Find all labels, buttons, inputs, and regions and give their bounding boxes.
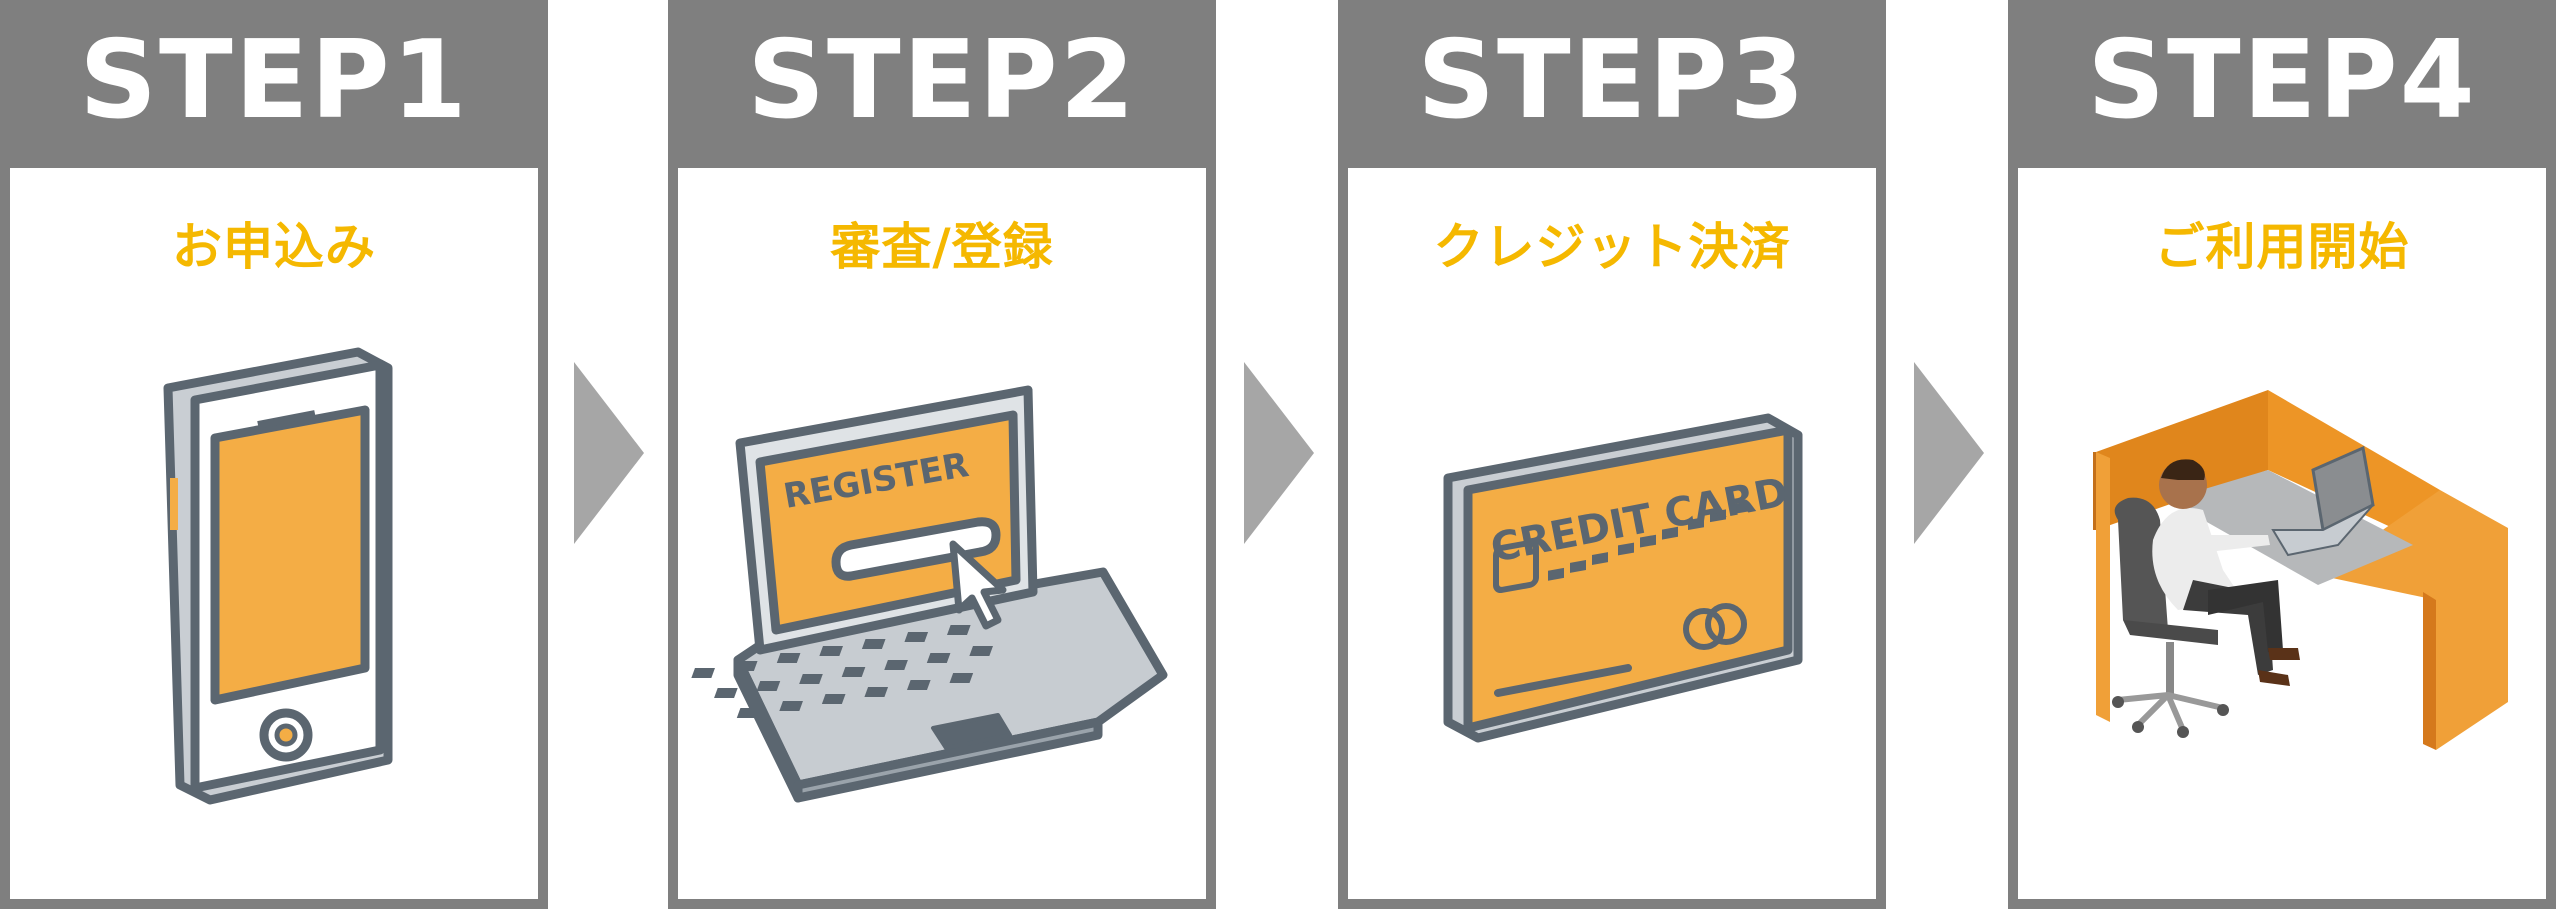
laptop-register-icon: REGISTER [678, 330, 1206, 850]
step-card-4: STEP4 ご利用開始 [2008, 0, 2556, 909]
step-header: STEP3 [1338, 0, 1886, 168]
step-label: クレジット決済 [1433, 218, 1791, 276]
office-worker-icon [2018, 330, 2546, 850]
step-card-3: STEP3 クレジット決済 CRED [1338, 0, 1886, 909]
arrow-right-icon [1244, 362, 1314, 544]
credit-card-icon: CREDIT CARD [1348, 330, 1876, 850]
step-label: 審査/登録 [830, 218, 1054, 276]
step-label: お申込み [172, 218, 376, 276]
step-card-2: STEP2 審査/登録 [668, 0, 1216, 909]
step-label: ご利用開始 [2154, 218, 2410, 276]
step-title: STEP1 [79, 18, 469, 143]
arrow-right-icon [1914, 362, 1984, 544]
smartphone-icon [10, 330, 538, 850]
step-title: STEP3 [1417, 18, 1807, 143]
step-title: STEP2 [747, 18, 1137, 143]
step-header: STEP1 [0, 0, 548, 168]
step-title: STEP4 [2087, 18, 2477, 143]
step-card-1: STEP1 お申込み [0, 0, 548, 909]
step-header: STEP4 [2008, 0, 2556, 168]
arrow-right-icon [574, 362, 644, 544]
step-header: STEP2 [668, 0, 1216, 168]
